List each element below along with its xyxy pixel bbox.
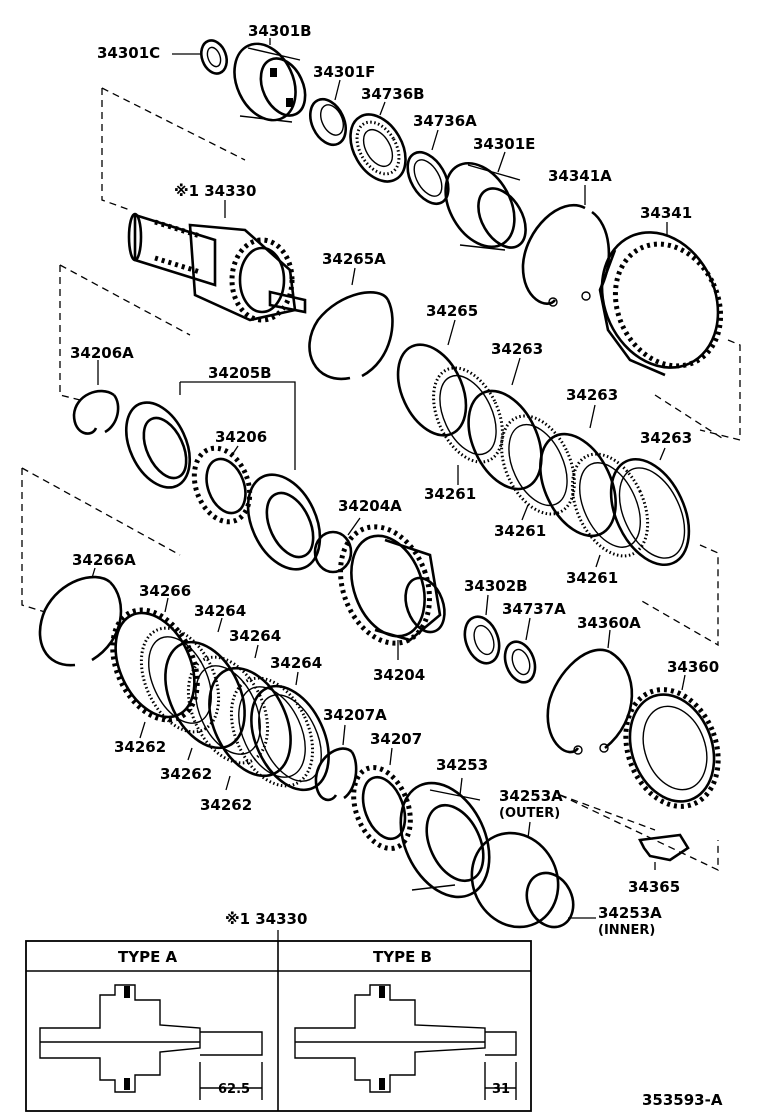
label-34262-1: 34262 <box>114 738 166 756</box>
label-34736A: 34736A <box>413 112 477 130</box>
label-34266A: 34266A <box>72 551 136 569</box>
part-34302B-race <box>463 594 501 665</box>
label-34207A: 34207A <box>323 706 387 724</box>
label-34301F: 34301F <box>313 63 375 81</box>
assembly-guide-lines <box>21 87 741 872</box>
part-34263-plate-2 <box>539 404 617 538</box>
label-34265A: 34265A <box>322 250 386 268</box>
part-34365-clip <box>638 833 690 870</box>
part-34341A-snap-ring <box>521 185 611 307</box>
label-34204A: 34204A <box>338 497 402 515</box>
part-34261-disc-1 <box>432 366 504 485</box>
detail-title: ※1 34330 <box>225 910 307 928</box>
type-a-header: TYPE A <box>118 948 178 966</box>
detail-box-34330: ※1 34330 TYPE A TYPE B 62.5 31 <box>25 910 532 1112</box>
label-34302B: 34302B <box>464 577 528 595</box>
label-34253A-outer-note: (OUTER) <box>499 806 560 821</box>
part-34206A-snap-ring <box>72 360 120 435</box>
part-34266A-snap-ring <box>38 567 123 667</box>
part-34301E-drum <box>444 151 527 251</box>
part-34261-disc-3 <box>570 452 650 568</box>
part-34253A-outer-o-ring <box>470 821 560 929</box>
part-34262-disc-2 <box>186 655 270 765</box>
label-34301E: 34301E <box>473 135 535 153</box>
label-34206A: 34206A <box>70 344 134 362</box>
label-34360: 34360 <box>667 658 719 676</box>
part-34264-plate-1 <box>164 617 246 750</box>
part-34266-flange <box>110 597 200 723</box>
part-34360-hub <box>623 674 721 809</box>
label-34266: 34266 <box>139 582 191 600</box>
dim-b-label: 31 <box>492 1082 510 1097</box>
label-34261-3: 34261 <box>566 569 618 587</box>
label-34253: 34253 <box>436 756 488 774</box>
type-b-shaft-drawing: 31 <box>294 984 517 1100</box>
part-34261-disc-2 <box>500 414 576 521</box>
part-34360A-snap-ring <box>546 629 634 755</box>
type-a-shaft-drawing: 62.5 <box>39 984 263 1100</box>
part-34301F-race <box>309 79 347 147</box>
part-34263-plate-3 <box>609 447 691 567</box>
label-34261-1: 34261 <box>424 485 476 503</box>
part-34204-sun-gear <box>338 524 446 660</box>
label-34263-3: 34263 <box>640 429 692 447</box>
label-34253A-outer: 34253A <box>499 787 563 805</box>
part-34737A-bearing <box>503 617 537 684</box>
part-34262-disc-3 <box>225 676 315 791</box>
figure-code: 353593-A <box>642 1091 723 1109</box>
part-labels: 34301C 34301B 34301F 34736B 34736A 34301… <box>70 22 719 938</box>
part-34265-plate <box>396 319 468 437</box>
part-34341-clutch-hub <box>598 222 724 377</box>
label-34264-2: 34264 <box>229 627 281 645</box>
part-34736B-bearing <box>349 101 407 183</box>
label-34330: ※1 34330 <box>174 182 256 200</box>
part-34265A-snap-ring <box>308 267 394 381</box>
part-34264-plate-3 <box>250 671 330 792</box>
part-34206-one-way-clutch <box>191 445 253 525</box>
part-34330-output-shaft <box>127 200 307 323</box>
label-34301C: 34301C <box>97 44 160 62</box>
label-34341: 34341 <box>640 204 692 222</box>
label-34365: 34365 <box>628 878 680 896</box>
label-34265: 34265 <box>426 302 478 320</box>
part-34736A-race <box>406 129 450 205</box>
label-34360A: 34360A <box>577 614 641 632</box>
label-34205B: 34205B <box>208 364 272 382</box>
label-34261-2: 34261 <box>494 522 546 540</box>
label-34301B: 34301B <box>248 22 312 40</box>
label-34341A: 34341A <box>548 167 612 185</box>
label-34263-2: 34263 <box>566 386 618 404</box>
label-34207: 34207 <box>370 730 422 748</box>
label-34264-1: 34264 <box>194 602 246 620</box>
label-34253A-inner: 34253A <box>598 904 662 922</box>
label-34737A: 34737A <box>502 600 566 618</box>
part-34262-disc-1 <box>139 626 221 739</box>
label-34262-2: 34262 <box>160 765 212 783</box>
part-34205B-one-way-race <box>124 381 322 571</box>
dim-a-label: 62.5 <box>218 1082 250 1097</box>
label-34253A-inner-note: (INNER) <box>598 923 655 938</box>
label-34262-3: 34262 <box>200 796 252 814</box>
label-34263-1: 34263 <box>491 340 543 358</box>
label-34206: 34206 <box>215 428 267 446</box>
part-34204A-o-ring <box>313 517 361 574</box>
part-34253A-inner-o-ring <box>525 871 596 929</box>
part-34301C-nut <box>172 39 228 75</box>
label-34264-3: 34264 <box>270 654 322 672</box>
part-34301B-bearing <box>233 38 307 123</box>
type-b-header: TYPE B <box>373 948 432 966</box>
label-34736B: 34736B <box>361 85 425 103</box>
label-34204: 34204 <box>373 666 425 684</box>
part-34207A-snap-ring <box>314 724 358 802</box>
